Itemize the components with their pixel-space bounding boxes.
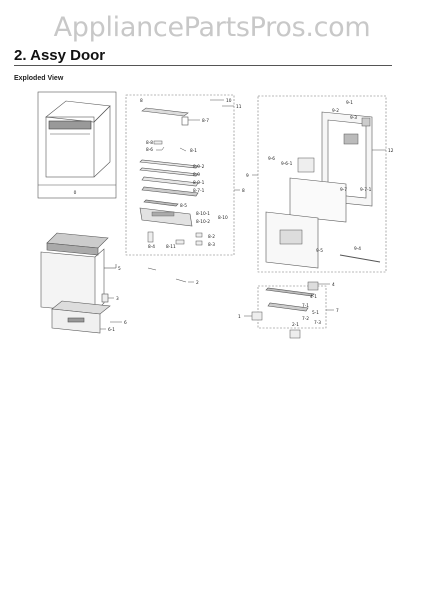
callout-8-3: 8-3	[208, 242, 215, 248]
callout-6-1: 6-1	[108, 327, 115, 333]
callout-8-10-2: 8-10-2	[196, 219, 210, 225]
callout-7-2: 7-2	[302, 316, 309, 322]
callout-7: 7	[336, 308, 339, 314]
exploded-view-heading: Exploded View	[14, 75, 64, 82]
callout-3: 3	[116, 296, 119, 302]
callout-9-6: 9-6	[268, 156, 275, 162]
callout-9-7-1: 9-7-1	[360, 187, 372, 193]
control-panel-group: 8 8-7 8-8 8-6 8-1 8-9-2 8-9 8-9-1 8-7-1 …	[125, 94, 235, 256]
watermark: AppliancePartsPros.com	[53, 12, 371, 43]
callout-5-1: 5-1	[312, 310, 319, 316]
dishwasher-reference-box: 0	[37, 91, 117, 199]
dishwasher-icon	[45, 100, 111, 178]
callout-8-5: 8-5	[180, 203, 187, 209]
callout-11: 11	[236, 104, 242, 110]
section-title: 2. Assy Door	[14, 47, 106, 64]
callout-8: 8	[242, 188, 245, 194]
callout-8-9-2: 8-9-2	[193, 164, 205, 170]
callout-1: 1	[238, 314, 241, 320]
title-rule	[14, 65, 392, 66]
callout-8-10: 8-10	[218, 215, 228, 221]
callout-8-label: 8	[140, 98, 143, 104]
callout-4-1: 4-1	[310, 294, 317, 300]
callout-9-3: 9-3	[350, 115, 357, 121]
callout-8-7-1: 8-7-1	[193, 188, 205, 194]
kick-plate	[51, 300, 111, 334]
callout-8-9: 8-9	[193, 172, 200, 178]
callout-8-7: 8-7	[202, 118, 209, 124]
callout-4: 4	[332, 282, 335, 288]
callout-5: 5	[118, 266, 121, 272]
callout-7-1: 7-1	[302, 303, 309, 309]
callout-2-1: 2-1	[292, 322, 299, 328]
callout-9-6-1: 9-6-1	[281, 161, 293, 167]
callout-12: 12	[388, 148, 394, 154]
callout-8-4: 8-4	[148, 244, 155, 250]
clip-part	[289, 329, 301, 339]
callout-8-8: 8-8	[146, 140, 153, 146]
hinge-group: 4-1 7-1 5-1 7-2 7-3 2-1	[257, 281, 327, 329]
latch-part-1: 1	[238, 311, 263, 321]
bracket-part-3	[101, 293, 109, 303]
callout-8-1: 8-1	[190, 148, 197, 154]
callout-8-11: 8-11	[166, 244, 176, 250]
screw-part-2	[147, 267, 187, 283]
callout-6: 6	[124, 320, 127, 326]
outer-door-panel	[40, 232, 117, 313]
callout-0: 0	[74, 190, 77, 196]
callout-8-2: 8-2	[208, 234, 215, 240]
callout-10: 10	[226, 98, 232, 104]
callout-8-10-1: 8-10-1	[196, 211, 210, 217]
callout-9-4: 9-4	[354, 246, 361, 252]
callout-9-5: 9-5	[316, 248, 323, 254]
inner-door-group: 9-1 9-2 9-3 9-6 9-6-1 9-7 9-7-1 9-5 9-4	[257, 95, 387, 273]
callout-8-9-1: 8-9-1	[193, 180, 205, 186]
callout-2: 2	[196, 280, 199, 286]
callout-9: 9	[246, 173, 249, 179]
callout-7-3: 7-3	[314, 320, 321, 326]
callout-9-2: 9-2	[332, 108, 339, 114]
callout-8-6: 8-6	[146, 147, 153, 153]
callout-9-1: 9-1	[346, 100, 353, 106]
callout-9-7: 9-7	[340, 187, 347, 193]
